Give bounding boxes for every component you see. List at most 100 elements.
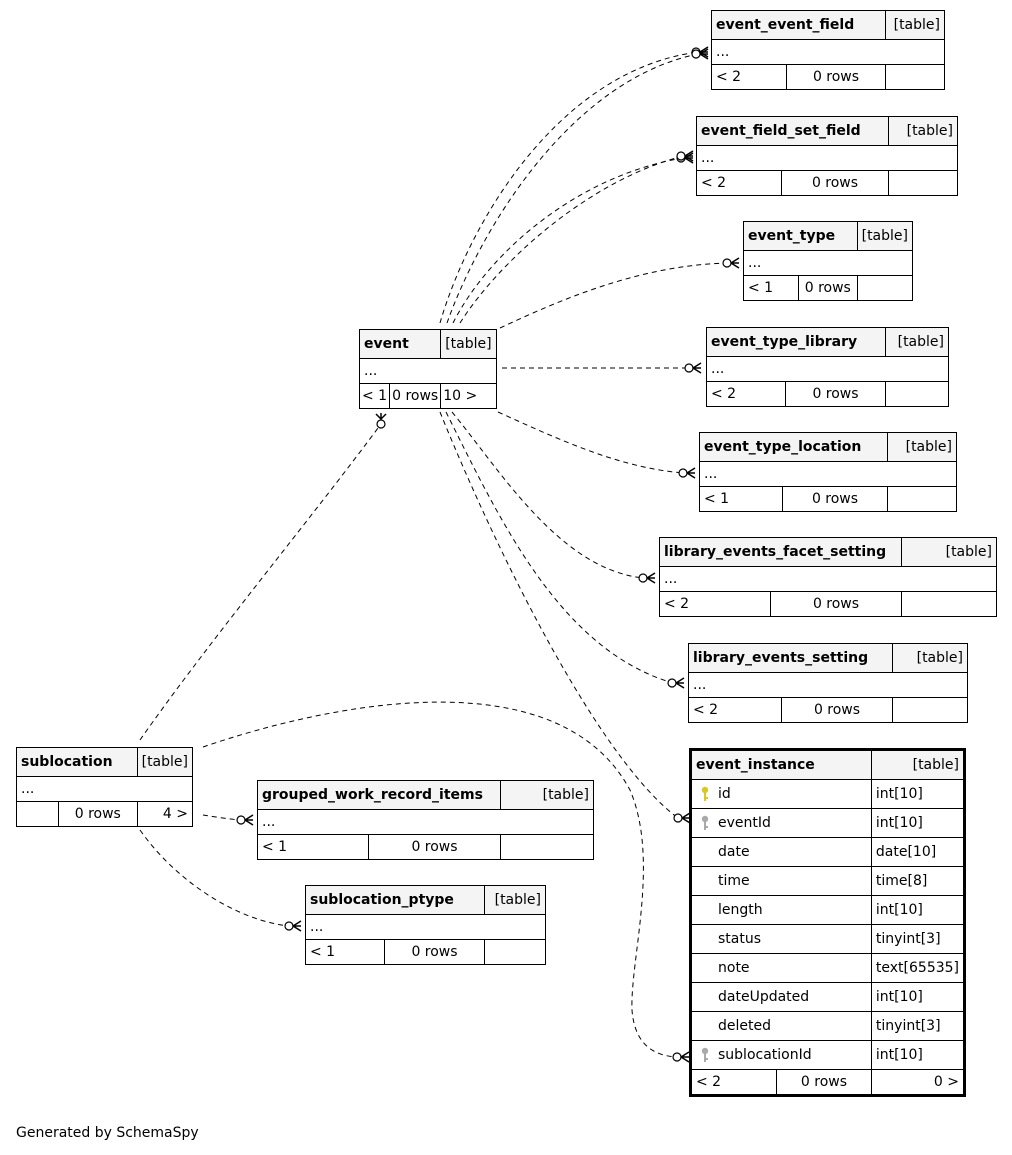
column-name: dateUpdated xyxy=(718,989,810,1005)
relationship-line xyxy=(202,814,242,821)
table-grouped-work-record-items[interactable]: grouped_work_record_items[table] ... < 1… xyxy=(257,780,594,860)
parents-count: < 1 xyxy=(305,939,385,965)
children-count: 10 > xyxy=(440,383,497,409)
columns-ellipsis: ... xyxy=(711,39,945,65)
cardinality-many-marker xyxy=(681,812,691,824)
columns-ellipsis: ... xyxy=(659,566,997,592)
row-count: 0 rows xyxy=(781,697,893,723)
table-library-events-facet-setting[interactable]: library_events_facet_setting[table] ... … xyxy=(659,537,997,617)
table-type-label: [table] xyxy=(892,643,968,673)
table-type-label: [table] xyxy=(888,116,958,146)
columns-ellipsis: ... xyxy=(305,914,546,940)
column-row[interactable]: status tinyint[3] xyxy=(691,924,965,954)
parents-count: < 2 xyxy=(688,697,782,723)
table-type-label: [table] xyxy=(887,432,957,462)
cardinality-zero-marker xyxy=(638,573,648,583)
row-count: 0 rows xyxy=(786,64,886,90)
parents-count: < 1 xyxy=(358,383,391,409)
columns-ellipsis: ... xyxy=(696,145,958,171)
row-count: 0 rows xyxy=(368,834,501,860)
relationship-line xyxy=(139,829,290,927)
children-count xyxy=(885,381,949,407)
cardinality-many-marker xyxy=(375,413,387,421)
row-count: 0 rows xyxy=(58,801,138,827)
column-type: tinyint[3] xyxy=(870,1011,965,1041)
parents-count xyxy=(16,801,59,827)
cardinality-zero-marker xyxy=(284,921,294,931)
row-count: 0 rows xyxy=(384,939,485,965)
foreign-key-icon xyxy=(701,815,709,830)
generated-by-footer: Generated by SchemaSpy xyxy=(16,1125,199,1141)
columns-ellipsis: ... xyxy=(359,358,497,384)
cardinality-many-marker xyxy=(675,677,685,689)
column-row[interactable]: time time[8] xyxy=(691,866,965,896)
table-type-label: [table] xyxy=(885,327,949,357)
column-type: time[8] xyxy=(870,866,965,896)
column-type: date[10] xyxy=(870,837,965,867)
row-count: 0 rows xyxy=(785,381,886,407)
children-count: 0 > xyxy=(870,1069,965,1095)
parents-count: < 2 xyxy=(706,381,786,407)
column-name: time xyxy=(718,873,750,889)
children-count: 4 > xyxy=(136,801,194,827)
cardinality-zero-marker xyxy=(236,815,246,825)
row-count: 0 rows xyxy=(770,591,902,617)
children-count xyxy=(887,486,957,512)
columns-ellipsis: ... xyxy=(743,250,913,276)
table-type-label: [table] xyxy=(885,10,945,40)
cardinality-zero-marker xyxy=(667,678,677,688)
column-name: id xyxy=(718,786,731,802)
table-name: event_type xyxy=(748,228,836,244)
relationship-line xyxy=(497,411,685,474)
row-count: 0 rows xyxy=(389,383,442,409)
relationship-line xyxy=(451,411,645,579)
cardinality-zero-marker xyxy=(684,363,694,373)
table-type-label: [table] xyxy=(440,329,497,359)
parents-count: < 2 xyxy=(659,591,771,617)
table-name: event_instance xyxy=(696,757,815,773)
columns-ellipsis: ... xyxy=(688,672,968,698)
children-count xyxy=(901,591,997,617)
cardinality-zero-marker xyxy=(722,258,732,268)
relationship-line xyxy=(439,411,679,819)
table-name: event_event_field xyxy=(716,17,855,33)
column-type: tinyint[3] xyxy=(870,924,965,954)
relationship-line xyxy=(445,411,674,684)
column-type: text[65535] xyxy=(870,953,965,983)
table-type-label: [table] xyxy=(901,537,997,567)
relationship-line xyxy=(459,155,684,324)
table-type-label: [table] xyxy=(136,747,194,777)
parents-count: < 2 xyxy=(691,1069,777,1095)
column-name: status xyxy=(718,931,762,947)
column-name: length xyxy=(718,902,763,918)
cardinality-many-marker xyxy=(684,150,694,162)
row-count: 0 rows xyxy=(798,275,858,301)
parents-count: < 2 xyxy=(711,64,787,90)
parents-count: < 2 xyxy=(696,170,782,196)
relationship-line xyxy=(202,701,678,1058)
table-name: sublocation_ptype xyxy=(310,892,454,908)
table-name: sublocation xyxy=(21,754,113,770)
cardinality-zero-marker xyxy=(376,419,386,429)
table-type-label: [table] xyxy=(870,750,965,780)
relationship-line xyxy=(439,51,699,324)
